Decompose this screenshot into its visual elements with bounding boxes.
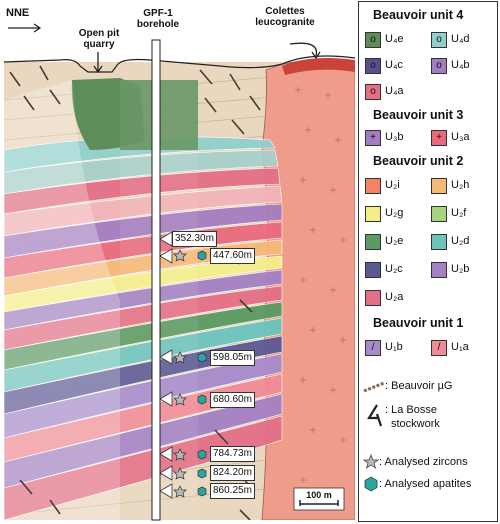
apatite-marker [197, 468, 207, 479]
unit2-title: Beauvoir unit 2 [373, 154, 464, 168]
granite-cap [282, 58, 355, 75]
depth-label: 447.60m [210, 248, 255, 264]
quarry-label: Open pit quarry [78, 28, 120, 50]
label-u1a: U₁a [451, 341, 469, 353]
label-u3a: U₃a [451, 131, 470, 143]
swatch-u4b: o [431, 58, 447, 74]
zircon-marker [173, 351, 187, 364]
legend-panel: Beauvoir unit 4 o U₄e o U₄d o U₄c o U₄b … [358, 1, 498, 522]
apatite-marker [197, 250, 207, 261]
label-u2f: U₂f [451, 207, 467, 219]
label-u4d: U₄d [451, 33, 470, 45]
swatch-u4c: o [365, 58, 381, 74]
sample-markers [173, 231, 207, 498]
zircon-icon [363, 454, 379, 469]
label-u2i: U₂i [385, 179, 400, 191]
stockwork-icon [367, 404, 383, 427]
swatch-u2h [431, 178, 447, 194]
apatite-marker [197, 449, 207, 460]
zircon-marker [173, 485, 187, 498]
swatch-u1a: / [431, 340, 447, 356]
zircon-marker [173, 448, 187, 461]
depth-label: 824.20m [210, 465, 255, 481]
swatch-u2c [365, 262, 381, 278]
scale-label: 100 m [306, 490, 332, 500]
label-u2a: U₂a [385, 291, 404, 303]
label-u2b: U₂b [451, 263, 470, 275]
swatch-u4d: o [431, 32, 447, 48]
swatch-u3b: + [365, 130, 381, 146]
apatite-marker [197, 394, 207, 405]
label-u4c: U₄c [385, 59, 403, 71]
swatch-u2g [365, 206, 381, 222]
label-u2e: U₂e [385, 235, 404, 247]
zircon-marker [173, 467, 187, 480]
unit4-title: Beauvoir unit 4 [373, 8, 464, 22]
borehole-label: GPF-1 borehole [136, 8, 180, 30]
zircon-label: : Analysed zircons [379, 456, 468, 468]
scale-bar [299, 500, 339, 506]
label-u4b: U₄b [451, 59, 470, 71]
apatite-marker [197, 352, 207, 363]
depth-label: 680.60m [210, 392, 255, 408]
granite-plus-marks [295, 87, 346, 493]
swatch-u2f [431, 206, 447, 222]
quarry-arrow-icon [93, 52, 103, 74]
label-u4e: U₄e [385, 33, 404, 45]
label-u2c: U₂c [385, 263, 403, 275]
apatite-marker [197, 486, 207, 497]
depth-label: 860.25m [210, 483, 255, 499]
swatch-u2a [365, 290, 381, 306]
label-u2g: U₂g [385, 207, 404, 219]
depth-label: 784.73m [210, 446, 255, 462]
apatite-label: : Analysed apatites [379, 478, 472, 490]
depth-pointers [159, 231, 173, 499]
nne-arrow-icon [8, 23, 42, 33]
unit3-title: Beauvoir unit 3 [373, 108, 464, 122]
swatch-u2b [431, 262, 447, 278]
unit1-title: Beauvoir unit 1 [373, 316, 464, 330]
direction-label: NNE [6, 7, 30, 19]
micro-granite-label: : Beauvoir µG [385, 380, 453, 392]
swatch-u3a: + [431, 130, 447, 146]
granite-arrow-icon [289, 42, 321, 60]
swatch-u2i [365, 178, 381, 194]
swatch-u4a: o [365, 84, 381, 100]
label-u4a: U₄a [385, 85, 404, 97]
swatch-u4e: o [365, 32, 381, 48]
depth-label: 598.05m [210, 350, 255, 366]
zircon-marker [173, 393, 187, 406]
borehole [151, 39, 161, 521]
stockwork-label-1: : La Bosse [385, 404, 437, 416]
apatite-icon [364, 476, 378, 492]
label-u3b: U₃b [385, 131, 404, 143]
unit-bands [4, 136, 283, 520]
swatch-u2e [365, 234, 381, 250]
topography [3, 55, 356, 73]
label-u1b: U₁b [385, 341, 403, 353]
swatch-u2d [431, 234, 447, 250]
depth-label: 352.30m [172, 231, 217, 247]
stockwork-label-2: stockwork [391, 418, 440, 430]
granite-label: Colettes leucogranite [255, 6, 315, 28]
label-u2h: U₂h [451, 179, 470, 191]
micro-granite-icon [363, 381, 385, 393]
swatch-u1b: / [365, 340, 381, 356]
zircon-marker [173, 249, 187, 262]
label-u2d: U₂d [451, 235, 470, 247]
